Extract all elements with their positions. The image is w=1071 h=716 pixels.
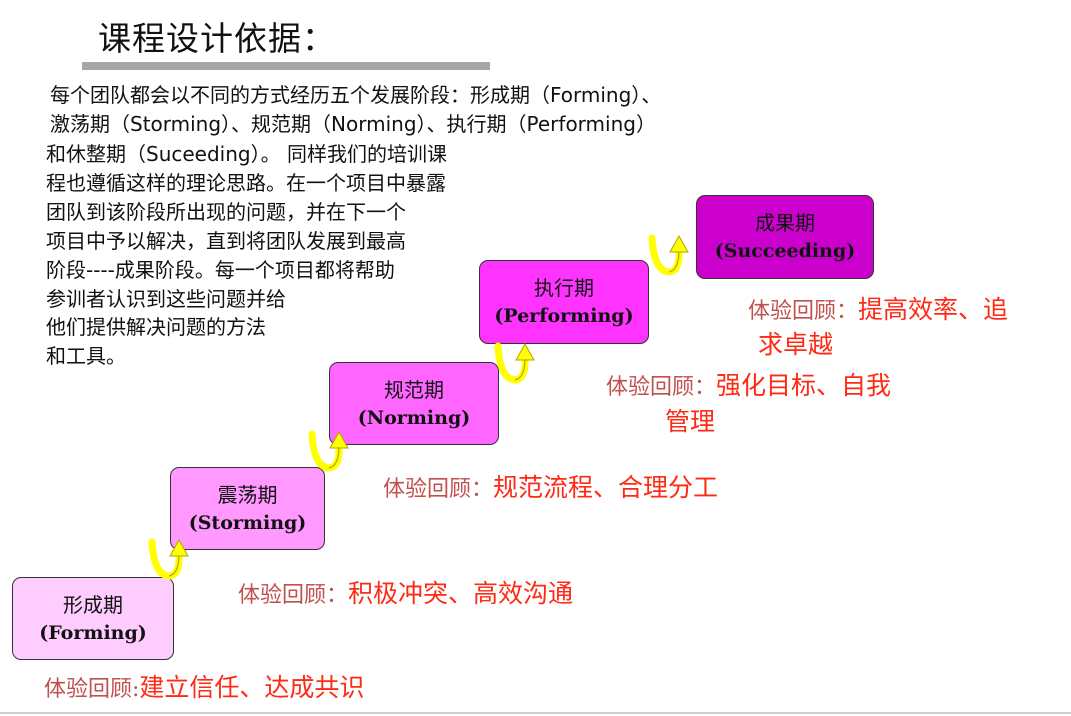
page-title: 课程设计依据： — [98, 19, 336, 58]
curved-up-arrow-icon — [148, 538, 189, 580]
review-norming: 体验回顾：规范流程、合理分工 — [383, 470, 718, 508]
review-forming-text: 建立信任、达成共识 — [139, 673, 365, 702]
stage-performing: 执行期 (Performing) — [479, 260, 649, 344]
review-performing: 体验回顾：强化目标、自我 — [606, 368, 891, 406]
review-succeeding-label: 体验回顾： — [748, 299, 859, 324]
intro-line-2: 激荡期（Storming）、规范期（Norming）、执行期（Performin… — [50, 112, 656, 136]
stage-forming: 形成期 (Forming) — [12, 577, 174, 660]
curved-up-arrow-icon — [308, 430, 349, 472]
title-underline — [82, 62, 490, 70]
intro-line-5: 团队到该阶段所出现的问题，并在下一个 — [46, 200, 406, 224]
intro-line-7: 阶段----成果阶段。每一个项目都将帮助 — [46, 258, 395, 282]
stage-forming-cn: 形成期 — [63, 592, 123, 617]
bottom-divider — [0, 712, 1071, 714]
review-norming-text: 规范流程、合理分工 — [493, 473, 719, 502]
curved-up-arrow-icon — [494, 342, 535, 384]
review-succeeding: 体验回顾：提高效率、追 — [748, 292, 1008, 330]
review-performing-label: 体验回顾： — [606, 375, 717, 400]
review-performing-line2: 管理 — [665, 407, 716, 436]
intro-line-6: 项目中予以解决，直到将团队发展到最高 — [46, 229, 406, 253]
intro-line-10: 和工具。 — [46, 344, 126, 368]
stage-storming-cn: 震荡期 — [217, 482, 278, 507]
stage-storming-en: (Storming) — [188, 511, 307, 534]
review-storming-text: 积极冲突、高效沟通 — [348, 579, 574, 608]
review-succeeding-line2: 求卓越 — [758, 330, 834, 359]
stage-succeeding-cn: 成果期 — [755, 211, 815, 235]
intro-line-3: 和休整期（Suceeding）。 同样我们的培训课 — [46, 142, 447, 166]
stage-norming: 规范期 (Norming) — [329, 362, 499, 445]
stage-succeeding-en: (Succeeding) — [714, 240, 856, 262]
intro-line-1: 每个团队都会以不同的方式经历五个发展阶段：形成期（Forming）、 — [50, 83, 662, 107]
stage-succeeding: 成果期 (Succeeding) — [696, 195, 874, 279]
stage-norming-cn: 规范期 — [384, 377, 444, 402]
stage-performing-cn: 执行期 — [534, 276, 594, 300]
review-norming-label: 体验回顾： — [383, 477, 494, 502]
stage-storming: 震荡期 (Storming) — [170, 467, 325, 550]
review-succeeding-text: 提高效率、追 — [858, 295, 1009, 324]
stage-forming-en: (Forming) — [39, 621, 147, 644]
review-storming-label: 体验回顾： — [238, 583, 349, 608]
intro-line-4: 程也遵循这样的理论思路。在一个项目中暴露 — [46, 171, 446, 195]
stage-norming-en: (Norming) — [357, 406, 471, 429]
curved-up-arrow-icon — [648, 234, 689, 276]
intro-line-8: 参训者认识到这些问题并给 — [46, 287, 286, 311]
stage-performing-en: (Performing) — [494, 305, 634, 327]
review-performing-text: 强化目标、自我 — [716, 371, 892, 400]
review-forming: 体验回顾:建立信任、达成共识 — [44, 670, 364, 708]
review-storming: 体验回顾：积极冲突、高效沟通 — [238, 576, 573, 614]
review-forming-label: 体验回顾: — [44, 677, 140, 702]
intro-line-9: 他们提供解决问题的方法 — [46, 315, 266, 339]
